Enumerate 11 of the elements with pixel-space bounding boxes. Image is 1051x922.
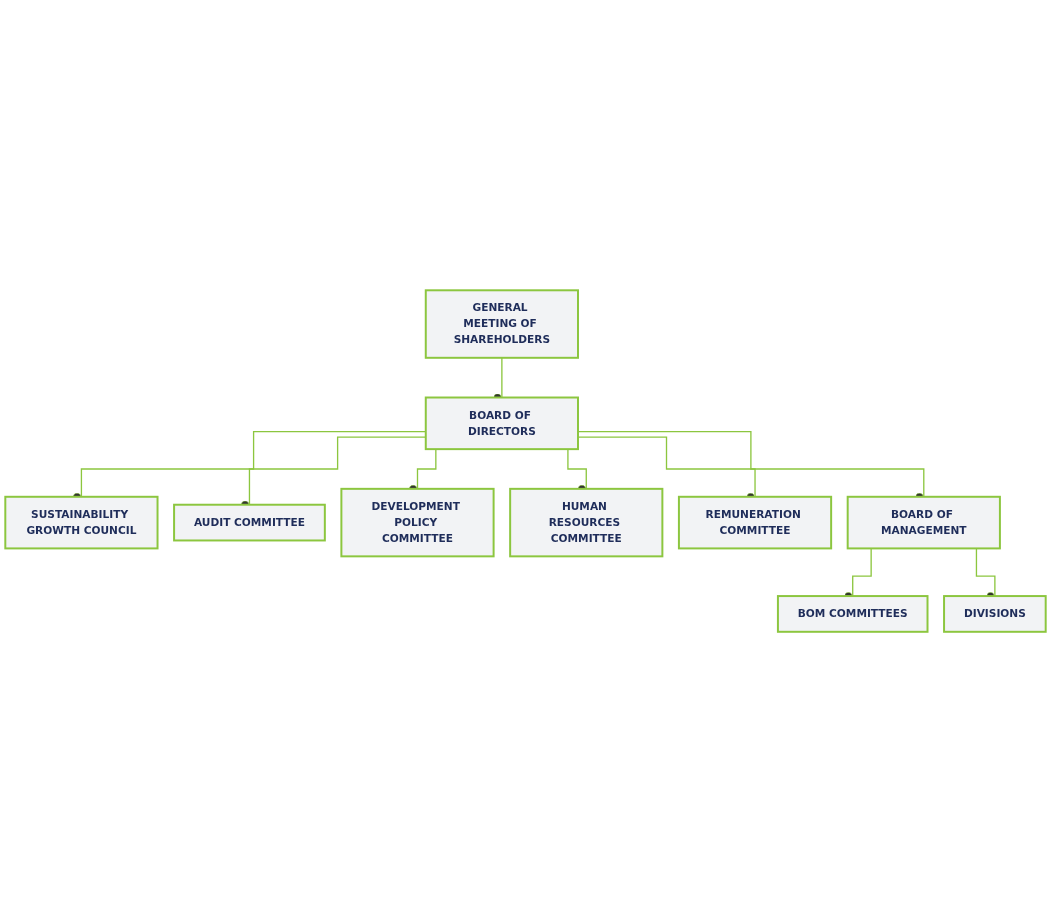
node-box: SUSTAINABILITY GROWTH COUNCIL [4,495,159,550]
node-box: HUMAN RESOURCES COMMITTEE [509,487,664,558]
node-box: DIVISIONS [943,595,1047,633]
node-box: BOARD OF MANAGEMENT [846,495,1001,550]
node-box: BOM COMMITTEES [776,595,929,633]
node-box: REMUNERATION COMMITTEE [677,495,833,550]
connector [497,357,506,399]
node-box: GENERAL MEETING OF SHAREHOLDERS [424,289,579,359]
node-box: BOARD OF DIRECTORS [424,396,579,451]
node-box: AUDIT COMMITTEE [173,503,326,542]
node-box: DEVELOPMENT POLICY COMMITTEE [340,487,495,558]
